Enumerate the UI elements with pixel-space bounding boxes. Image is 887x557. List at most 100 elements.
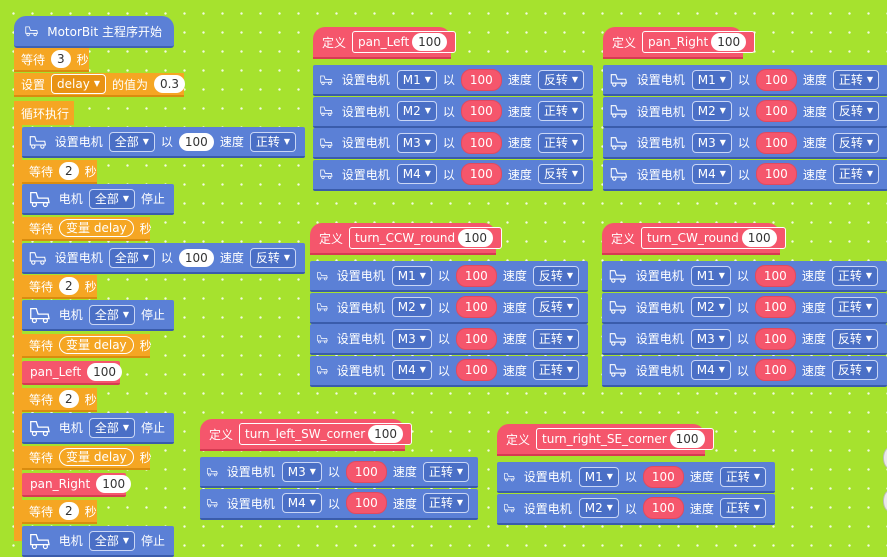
speed-input[interactable]: 100	[754, 264, 796, 287]
motor-dropdown[interactable]: M4▼	[391, 360, 432, 380]
direction-dropdown[interactable]: 正转▼	[532, 360, 579, 380]
direction-dropdown[interactable]: 正转▼	[832, 164, 879, 184]
variable-reporter[interactable]: 变量 delay	[59, 336, 134, 354]
motor-dropdown[interactable]: M1▼	[391, 265, 432, 286]
set-motor-all-reverse-block[interactable]: 设置电机 全部▼ 以 100 速度 反转▼	[22, 243, 305, 274]
direction-dropdown[interactable]: 反转▼	[532, 297, 579, 317]
direction-dropdown[interactable]: 反转▼	[532, 265, 579, 286]
direction-dropdown[interactable]: 反转▼	[831, 328, 878, 349]
call-pan-right-block[interactable]: pan_Right 100	[22, 473, 132, 497]
wait-variable-block-3[interactable]: 等待 变量 delay 秒	[22, 446, 152, 470]
motor-dropdown[interactable]: M3▼	[691, 132, 732, 153]
wait-seconds-input[interactable]: 2	[59, 162, 79, 180]
wait-variable-block-1[interactable]: 等待 变量 delay 秒	[22, 217, 152, 241]
motor-dropdown[interactable]: 全部▼	[88, 304, 135, 325]
set-motor-all-forward-block[interactable]: 设置电机 全部▼ 以 100 速度 正转▼	[22, 127, 305, 158]
scroll-edge-handle[interactable]	[883, 490, 887, 512]
set-variable-block[interactable]: 设置 delay▼ 的值为 0.3	[14, 73, 186, 97]
motor-dropdown[interactable]: M1▼	[690, 265, 731, 286]
motor-dropdown[interactable]: M2▼	[391, 297, 432, 317]
motor-dropdown[interactable]: M2▼	[578, 498, 619, 518]
variable-reporter[interactable]: 变量 delay	[59, 219, 134, 237]
motor-dropdown[interactable]: M4▼	[690, 360, 731, 380]
wait-block-4[interactable]: 等待 2 秒	[22, 388, 97, 412]
speed-input[interactable]: 100	[755, 100, 797, 122]
motor-dropdown[interactable]: M1▼	[396, 69, 437, 90]
motor-dropdown[interactable]: 全部▼	[88, 188, 135, 209]
function-arg-input[interactable]: 100	[711, 33, 747, 51]
speed-input[interactable]: 100	[755, 131, 797, 154]
set-value-input[interactable]: 0.3	[153, 75, 186, 93]
variable-reporter[interactable]: 变量 delay	[59, 448, 134, 466]
wait-variable-block-2[interactable]: 等待 变量 delay 秒	[22, 334, 152, 358]
motor-dropdown[interactable]: M2▼	[691, 101, 732, 121]
variable-dropdown[interactable]: delay▼	[51, 74, 106, 94]
function-arg-input[interactable]: 100	[669, 430, 705, 448]
motor-dropdown[interactable]: M3▼	[281, 461, 322, 482]
stop-motor-block-4-partial[interactable]: 电机 全部▼ 停止	[22, 526, 174, 557]
speed-input[interactable]: 100	[345, 460, 387, 483]
speed-input[interactable]: 100	[455, 296, 497, 318]
function-arg-input[interactable]: 100	[96, 475, 132, 493]
direction-dropdown[interactable]: 正转▼	[832, 69, 879, 90]
speed-input[interactable]: 100	[642, 465, 684, 488]
function-arg-input[interactable]: 100	[412, 33, 448, 51]
stop-motor-block-2[interactable]: 电机 全部▼ 停止	[22, 300, 174, 331]
direction-dropdown[interactable]: 正转▼	[831, 265, 878, 286]
direction-dropdown[interactable]: 正转▼	[719, 498, 766, 518]
direction-dropdown[interactable]: 反转▼	[537, 164, 584, 184]
wait-block-2[interactable]: 等待 2 秒	[22, 160, 97, 184]
speed-input[interactable]: 100	[345, 492, 387, 514]
motor-dropdown[interactable]: M1▼	[691, 69, 732, 90]
direction-dropdown[interactable]: 正转▼	[537, 132, 584, 153]
direction-dropdown[interactable]: 正转▼	[532, 328, 579, 349]
motor-dropdown[interactable]: M4▼	[396, 164, 437, 184]
stop-motor-block-1[interactable]: 电机 全部▼ 停止	[22, 184, 174, 215]
motor-dropdown[interactable]: M4▼	[691, 164, 732, 184]
direction-dropdown[interactable]: 反转▼	[832, 132, 879, 153]
wait-seconds-input[interactable]: 2	[59, 277, 79, 295]
scroll-edge-handle[interactable]	[883, 447, 887, 469]
function-arg-input[interactable]: 100	[741, 229, 777, 247]
motor-dropdown[interactable]: M2▼	[690, 297, 731, 317]
wait-block-1[interactable]: 等待 3 秒	[14, 48, 89, 72]
speed-input[interactable]: 100	[178, 132, 214, 151]
loop-forever-block[interactable]: 循环执行	[14, 101, 74, 125]
speed-input[interactable]: 100	[755, 68, 797, 91]
speed-input[interactable]: 100	[755, 163, 797, 185]
wait-block-3[interactable]: 等待 2 秒	[22, 275, 97, 299]
motor-dropdown[interactable]: M3▼	[391, 328, 432, 349]
speed-input[interactable]: 100	[642, 497, 684, 519]
direction-dropdown[interactable]: 正转▼	[719, 466, 766, 487]
direction-dropdown[interactable]: 正转▼	[537, 101, 584, 121]
speed-input[interactable]: 100	[754, 296, 796, 318]
speed-input[interactable]: 100	[178, 248, 214, 267]
speed-input[interactable]: 100	[460, 163, 502, 185]
direction-dropdown[interactable]: 正转▼	[422, 493, 469, 513]
direction-dropdown[interactable]: 正转▼	[422, 461, 469, 482]
wait-seconds-input[interactable]: 3	[51, 50, 71, 68]
speed-input[interactable]: 100	[455, 359, 497, 381]
